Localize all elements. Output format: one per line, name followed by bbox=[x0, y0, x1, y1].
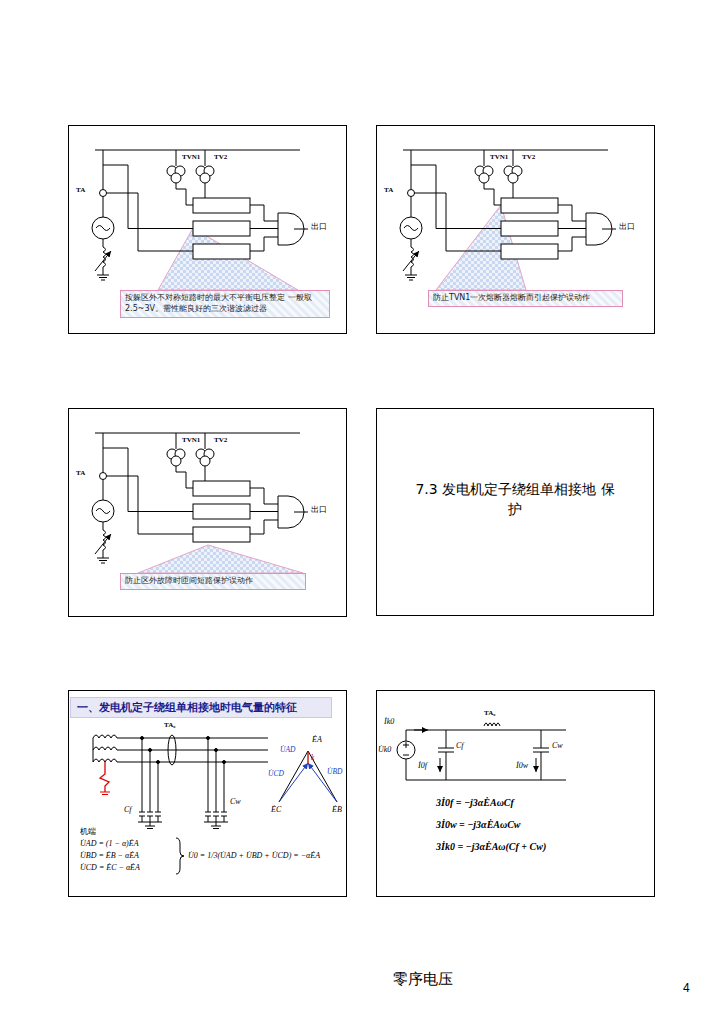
note-text: 机端 bbox=[80, 828, 96, 836]
equation: U̇BD = ĖB − αĖA bbox=[80, 852, 139, 860]
line-shape bbox=[406, 780, 566, 781]
phasor-label: U̇AD bbox=[280, 746, 295, 754]
path-shape bbox=[533, 730, 549, 780]
circle-shape bbox=[141, 737, 144, 740]
device-label: TVN1 bbox=[182, 437, 200, 444]
path-shape bbox=[100, 762, 109, 792]
device-label: TV2 bbox=[522, 154, 535, 161]
path-shape bbox=[484, 723, 500, 726]
output-label: 出口 bbox=[311, 223, 327, 231]
equation: U̇AD = (1 − α)ĖA bbox=[80, 840, 139, 848]
rect-shape bbox=[377, 126, 655, 334]
rect-shape bbox=[377, 691, 655, 897]
path-shape bbox=[403, 742, 409, 755]
callout-box: 防止区外故障时匝间短路保护误动作 bbox=[120, 573, 306, 590]
protection-circuit bbox=[400, 150, 616, 280]
title-slide: 7.3 发电机定子绕组单相接地 保护 bbox=[376, 408, 654, 616]
polygon-shape bbox=[138, 545, 303, 573]
device-label: TA bbox=[76, 187, 85, 194]
circle-shape bbox=[149, 749, 152, 752]
device-label: TV2 bbox=[214, 154, 227, 161]
line-shape bbox=[307, 751, 308, 763]
voltage-label: U̇k0 bbox=[378, 746, 391, 754]
path-shape bbox=[205, 738, 211, 822]
footer-text: 零序电压 bbox=[393, 972, 453, 987]
device-label: TA bbox=[76, 470, 85, 477]
capacitor-label: Cw bbox=[230, 798, 241, 806]
phasor-label: ĖA bbox=[312, 736, 322, 744]
line-shape bbox=[406, 759, 407, 780]
callout-box: 防止TVN1一次熔断器熔断而引起保护误动作 bbox=[428, 290, 623, 307]
path-shape bbox=[147, 750, 153, 822]
protection-circuit bbox=[92, 433, 308, 563]
line-shape bbox=[536, 758, 537, 772]
current-label: İ0f bbox=[418, 762, 427, 770]
node-text: 防止TVN1一次熔断器熔断而引起保护误动作 bbox=[433, 293, 618, 304]
ellipse-shape bbox=[168, 735, 176, 765]
equation: 3İk0 = −j3αĖAω(Cf + Cw) bbox=[436, 842, 546, 852]
path-shape bbox=[93, 759, 268, 762]
capacitor-label: Cf bbox=[124, 806, 132, 814]
equation: 3İ0w = −j3αĖAωCw bbox=[436, 820, 521, 830]
path-shape bbox=[93, 747, 268, 750]
path-shape bbox=[438, 730, 454, 780]
output-label: 出口 bbox=[619, 223, 635, 231]
path-shape bbox=[213, 750, 219, 822]
rect-shape bbox=[69, 409, 347, 617]
circle-shape bbox=[397, 741, 415, 759]
device-label: TV2 bbox=[214, 437, 227, 444]
line-shape bbox=[406, 730, 566, 731]
equation: U̇CD = ĖC − αĖA bbox=[80, 864, 140, 872]
output-label: 出口 bbox=[311, 506, 327, 514]
node-text: 7.3 发电机定子绕组单相接地 保护 bbox=[415, 479, 615, 520]
rect-shape bbox=[69, 691, 347, 897]
device-label: TVN1 bbox=[182, 154, 200, 161]
current-label: İ0w bbox=[516, 762, 528, 770]
line-shape bbox=[308, 751, 337, 802]
path-shape bbox=[138, 822, 162, 829]
rect-shape bbox=[69, 126, 347, 334]
circle-shape bbox=[157, 761, 160, 764]
path-shape bbox=[221, 762, 227, 822]
phasor-label: ĖB bbox=[332, 806, 342, 814]
page-number: 4 bbox=[683, 982, 690, 994]
device-label: TVN1 bbox=[490, 154, 508, 161]
protection-circuit bbox=[92, 150, 308, 280]
equation: U̇0 = 1/3(U̇AD + U̇BD + U̇CD) = −αĖA bbox=[188, 852, 320, 860]
device-label: TA₀ bbox=[164, 722, 175, 729]
callout-box: 按躲区外不对称短路时的最大不平衡电压整定 一般取2.5~3V。需性能良好的三次谐… bbox=[120, 290, 330, 318]
path-shape bbox=[155, 762, 161, 822]
phasor-label: U̇BD bbox=[327, 768, 342, 776]
node-text: 一、发电机定子绕组单相接地时电气量的特征 bbox=[77, 701, 325, 714]
current-label: İk0 bbox=[384, 718, 394, 726]
section-heading: 一、发电机定子绕组单相接地时电气量的特征 bbox=[70, 697, 332, 718]
circle-shape bbox=[223, 761, 226, 764]
device-label: TA₀ bbox=[484, 710, 495, 717]
circle-shape bbox=[207, 737, 210, 740]
path-shape bbox=[176, 838, 184, 874]
capacitor-label: Cw bbox=[552, 742, 563, 750]
line-shape bbox=[279, 763, 308, 802]
path-shape bbox=[204, 822, 228, 829]
node-text: 防止区外故障时匝间短路保护误动作 bbox=[125, 576, 301, 587]
panel-frames bbox=[69, 126, 655, 897]
path-shape bbox=[139, 738, 145, 822]
zero-sequence-circuit bbox=[397, 723, 566, 780]
equation: 3İ0f = −j3αĖAωCf bbox=[436, 798, 514, 808]
line-shape bbox=[440, 758, 441, 772]
phasor-label: ĖC bbox=[271, 806, 281, 814]
line-shape bbox=[406, 730, 407, 741]
line-shape bbox=[414, 730, 428, 731]
phasor-label: U̇CD bbox=[268, 770, 284, 778]
path-shape bbox=[93, 735, 268, 738]
circle-shape bbox=[215, 749, 218, 752]
device-label: TA bbox=[384, 187, 393, 194]
path-shape bbox=[100, 792, 110, 795]
capacitor-label: Cf bbox=[456, 742, 464, 750]
node-text: 按躲区外不对称短路时的最大不平衡电压整定 一般取2.5~3V。需性能良好的三次谐… bbox=[125, 293, 325, 315]
point-label: k bbox=[311, 754, 314, 762]
